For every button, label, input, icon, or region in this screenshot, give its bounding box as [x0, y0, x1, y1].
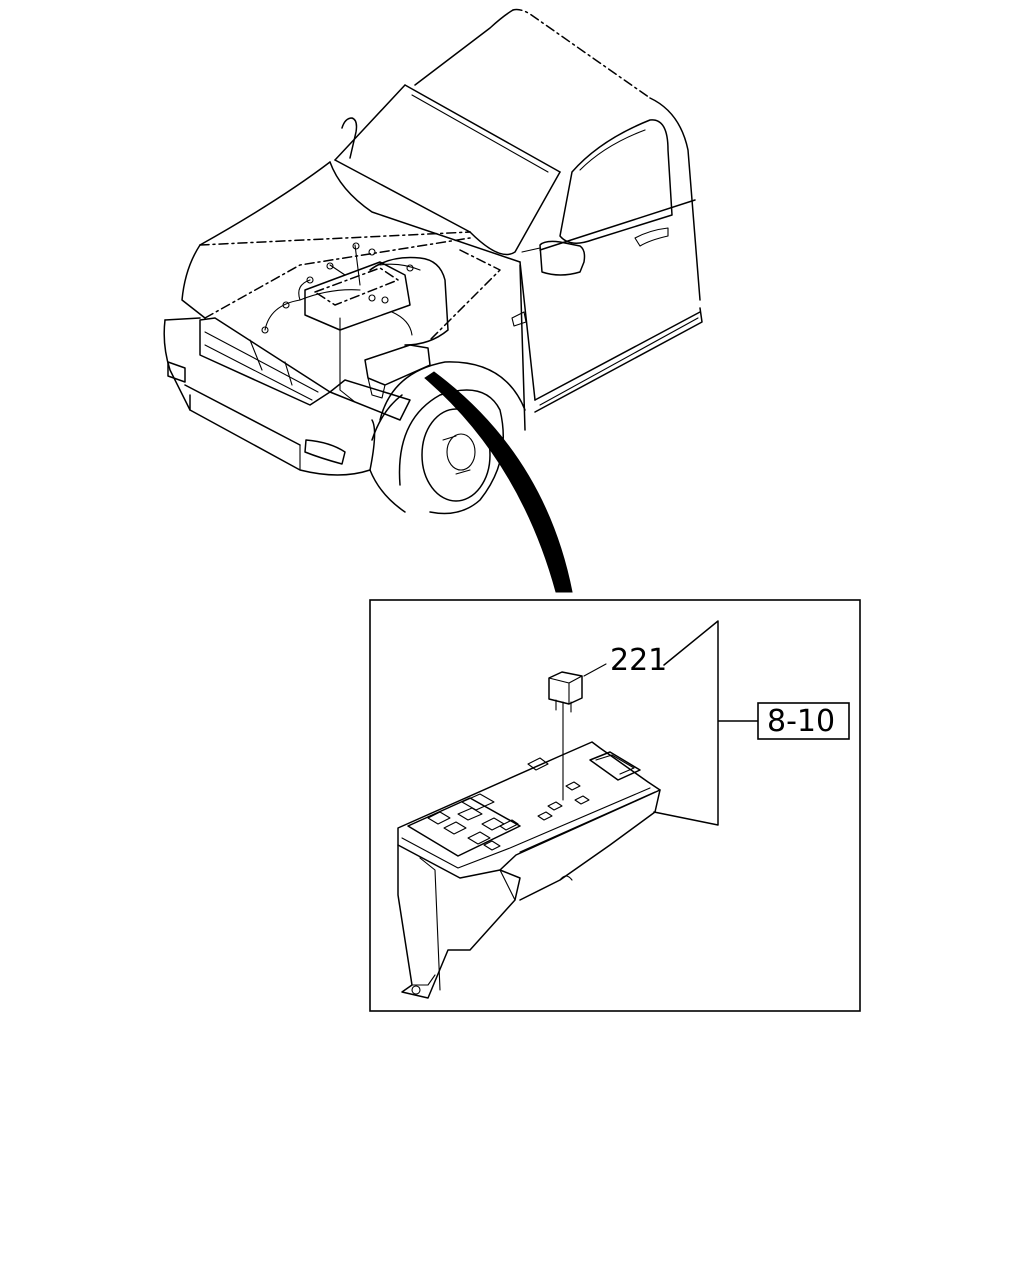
relay-leader: [583, 663, 607, 677]
fuse-relay-box-illustration: [397, 741, 661, 999]
reference-label[interactable]: 8-10: [767, 704, 835, 739]
leader-arrow: [424, 371, 573, 593]
vehicle-illustration: [163, 8, 703, 515]
relay-icon: [548, 671, 583, 801]
callout-bracket: [653, 620, 759, 826]
part-number-callout: 221: [610, 643, 667, 678]
detail-frame: [369, 599, 861, 1012]
reference-box[interactable]: [757, 702, 850, 740]
